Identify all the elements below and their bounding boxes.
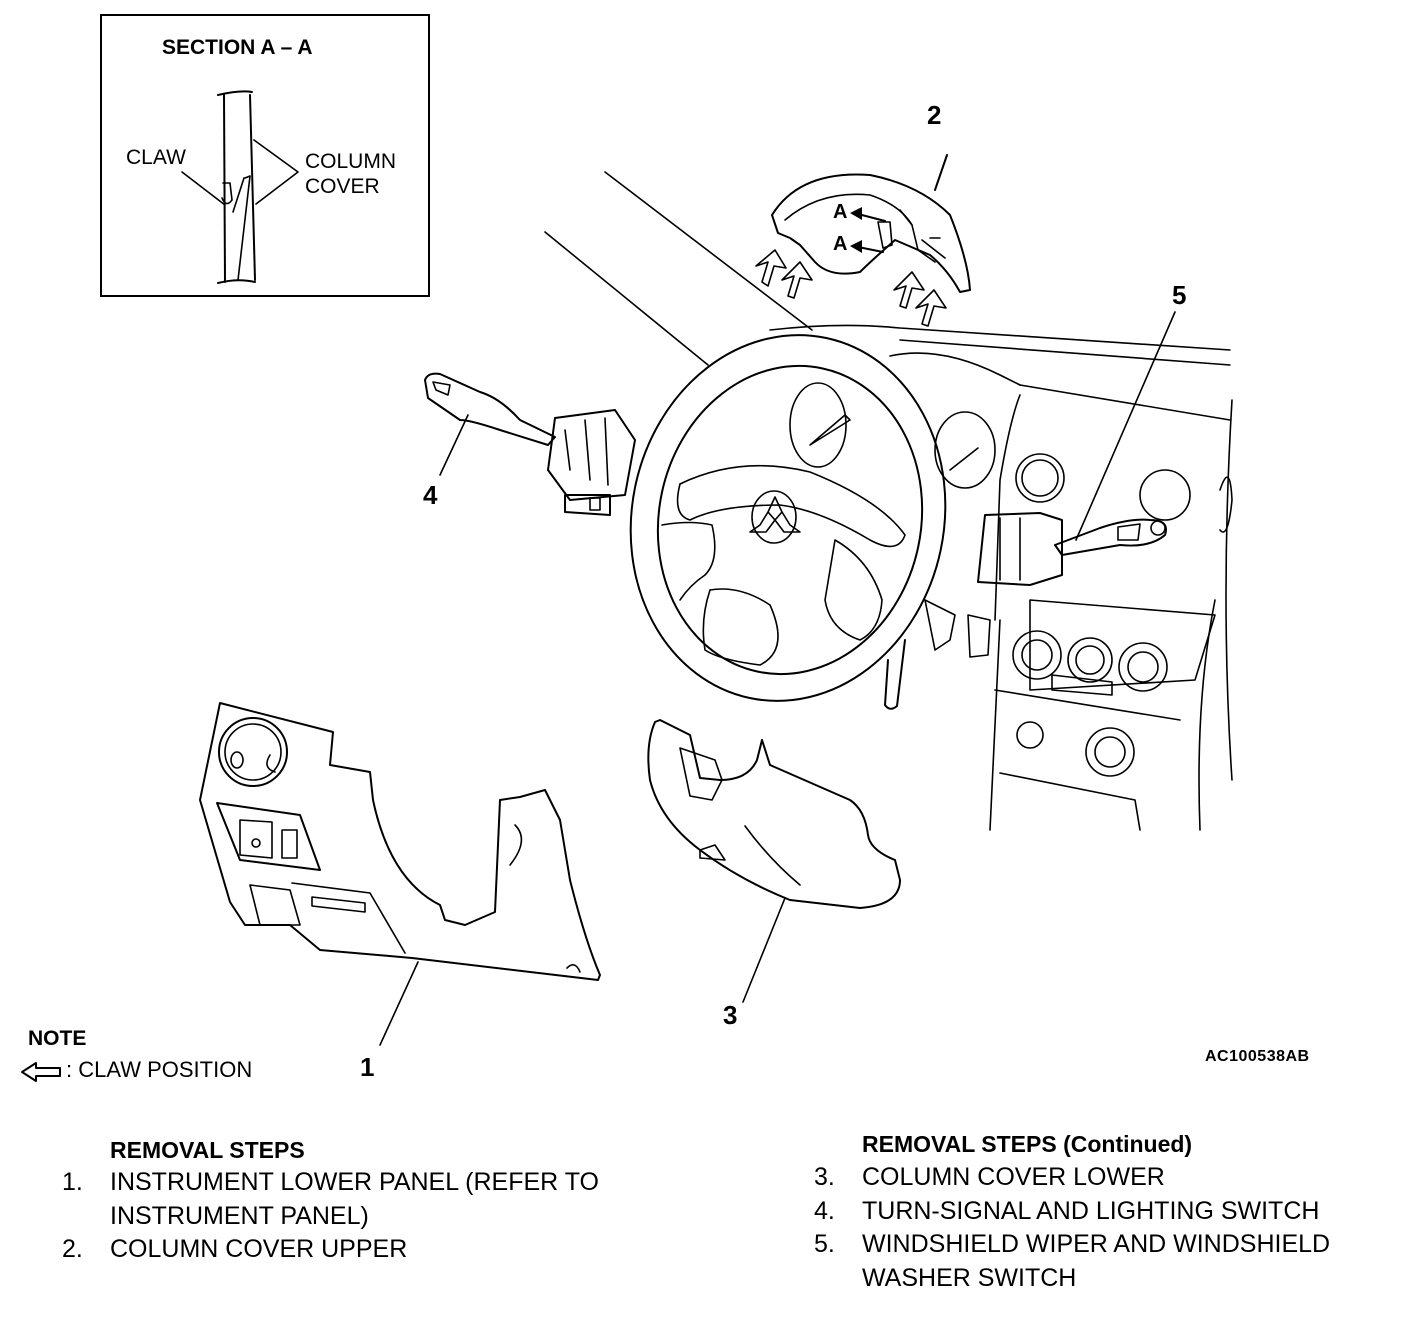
- removal-steps-title: REMOVAL STEPS: [110, 1137, 305, 1163]
- leader-line-4: [439, 414, 469, 476]
- step-number: 2.: [62, 1235, 83, 1263]
- column-cover-label-line1: COLUMN: [305, 150, 397, 173]
- step-number: 1.: [62, 1168, 83, 1196]
- step-number: 4.: [814, 1197, 835, 1225]
- guide-line: [544, 231, 709, 366]
- section-a-a-detail-box: [100, 14, 430, 297]
- figure-id: AC100538AB: [1205, 1048, 1310, 1065]
- step-text: WINDSHIELD WIPER AND WINDSHIELD: [862, 1230, 1331, 1258]
- removal-steps-continued-title: REMOVAL STEPS (Continued): [862, 1131, 1193, 1157]
- hollow-left-arrow-icon: [21, 1062, 61, 1082]
- dashboard-drawing: [769, 324, 1233, 831]
- callout-3: 3: [723, 1000, 738, 1030]
- column-cover-upper-part: [755, 154, 971, 327]
- callout-2: 2: [927, 100, 942, 130]
- leader-line-5: [1075, 311, 1176, 541]
- leader-line-3: [742, 897, 786, 1003]
- claw-label: CLAW: [126, 146, 186, 169]
- column-cover-label-line2: COVER: [305, 175, 380, 198]
- step-text: COLUMN COVER UPPER: [110, 1235, 408, 1263]
- callout-1: 1: [360, 1052, 375, 1082]
- note-title: NOTE: [28, 1027, 87, 1050]
- section-view-title: SECTION A – A: [162, 36, 313, 59]
- guide-line: [604, 171, 813, 331]
- callout-5: 5: [1172, 280, 1187, 310]
- step-text: COLUMN COVER LOWER: [862, 1163, 1165, 1191]
- wiper-switch-drawing: [977, 311, 1176, 586]
- step-number: 5.: [814, 1230, 835, 1258]
- section-marker-lower: A: [833, 233, 848, 255]
- step-text: TURN-SIGNAL AND LIGHTING SWITCH: [862, 1197, 1320, 1225]
- section-detail-drawing: [181, 90, 299, 284]
- column-cover-leader-line: [253, 139, 299, 205]
- step-text-continued: INSTRUMENT PANEL): [110, 1202, 369, 1230]
- note-claw-position-text: : CLAW POSITION: [66, 1057, 253, 1082]
- steering-wheel-drawing: [629, 334, 996, 710]
- instrument-lower-panel-drawing: [199, 702, 601, 1046]
- turn-signal-switch-drawing: [424, 372, 636, 516]
- step-number: 3.: [814, 1163, 835, 1191]
- claw-leader-line: [181, 171, 226, 206]
- callout-4: 4: [423, 480, 438, 510]
- step-text: INSTRUMENT LOWER PANEL (REFER TO: [110, 1168, 599, 1196]
- section-marker-upper: A: [833, 201, 848, 223]
- column-cover-lower-part: [647, 719, 901, 1003]
- step-text-continued: WASHER SWITCH: [862, 1264, 1077, 1292]
- leader-line-1: [379, 961, 419, 1046]
